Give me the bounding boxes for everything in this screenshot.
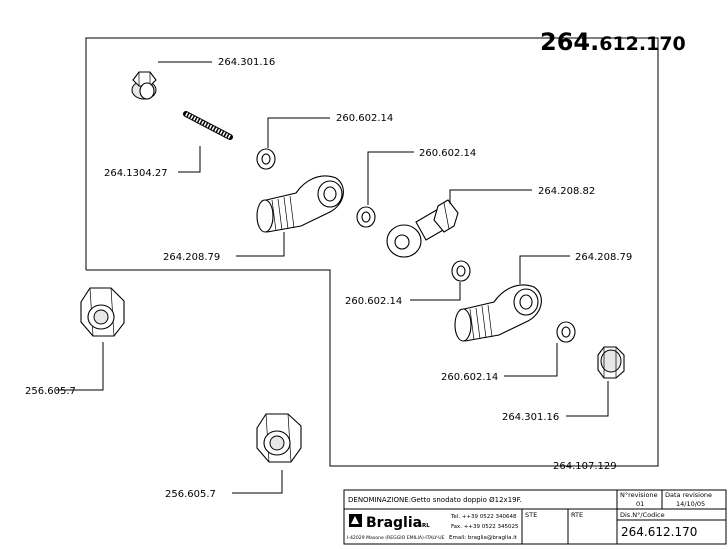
title-block: DENOMINAZIONE: Getto snodato doppio Ø12x… [343, 489, 727, 545]
leader-elbow-top [236, 232, 285, 257]
title-revision-value: 01 [636, 500, 644, 508]
label-elbow-top: 264.208.79 [163, 252, 220, 263]
hex-nut-bottom-part [256, 413, 302, 463]
company-email: Email: braglia@braglia.it [449, 535, 518, 541]
title-denominazione-value: Getto snodato doppio Ø12x19F. [411, 496, 522, 504]
assembly-outline [85, 37, 659, 467]
leader-washer-2 [367, 151, 414, 205]
label-cap-top: 264.301.16 [218, 57, 275, 68]
company-address: I-42029 Masone (REGGIO EMILIA)-ITALY-UE [347, 535, 445, 541]
company-name: Braglia [366, 515, 422, 531]
label-washer-1: 260.602.14 [336, 113, 393, 124]
washer-3-part [451, 260, 471, 282]
leader-banjo-bolt [449, 189, 532, 204]
hex-nut-left-part [80, 287, 125, 337]
title-revision-label: N°revisione [620, 491, 658, 499]
company-fax: Fax. ++39 0522 345025 [451, 524, 519, 530]
drawing-code-title: 264.612.170 [540, 28, 686, 56]
label-washer-4: 260.602.14 [441, 372, 498, 383]
leader-stud [178, 146, 201, 173]
leader-elbow-bottom [519, 255, 570, 284]
leader-washer-1 [267, 117, 330, 148]
leader-nut-left [56, 342, 104, 391]
elbow-fitting-top-part [256, 175, 344, 233]
label-cap-bottom: 264.301.16 [502, 412, 559, 423]
company-suffix: SRL [418, 523, 430, 529]
label-nut-left: 256.605.7 [25, 386, 76, 397]
leader-washer-4 [504, 343, 558, 377]
title-code-value: 264.612.170 [621, 525, 697, 539]
banjo-bolt-part [386, 199, 459, 258]
title-rte-label: RTE [571, 511, 583, 519]
title-code-label: Dis.N°/Codice [620, 511, 665, 519]
title-denominazione-label: DENOMINAZIONE: [348, 496, 411, 504]
cap-nut-bottom-part [597, 346, 625, 379]
label-washer-2: 260.602.14 [419, 148, 476, 159]
label-assembly: 264.107.129 [553, 461, 617, 472]
washer-1-part [256, 148, 276, 170]
threaded-stud-part [183, 111, 233, 140]
washer-4-part [556, 321, 576, 343]
elbow-fitting-bottom-part [454, 284, 542, 342]
leader-washer-3 [410, 282, 461, 301]
label-nut-bottom: 256.605.7 [165, 489, 216, 500]
washer-2-part [356, 206, 376, 228]
title-date-value: 14/10/05 [676, 500, 705, 508]
label-washer-3: 260.602.14 [345, 296, 402, 307]
leader-cap-bottom [566, 381, 609, 417]
leader-nut-bottom [232, 470, 283, 494]
braglia-logo-icon [349, 514, 362, 527]
title-date-label: Data revisione [665, 491, 712, 499]
title-ste-label: STE [525, 511, 537, 519]
label-banjo-bolt: 264.208.82 [538, 186, 595, 197]
company-tel: Tel. ++39 0522 340648 [450, 514, 517, 520]
label-stud: 264.1304.27 [104, 168, 168, 179]
cap-nut-top-part [131, 71, 157, 100]
label-elbow-bottom: 264.208.79 [575, 252, 632, 263]
